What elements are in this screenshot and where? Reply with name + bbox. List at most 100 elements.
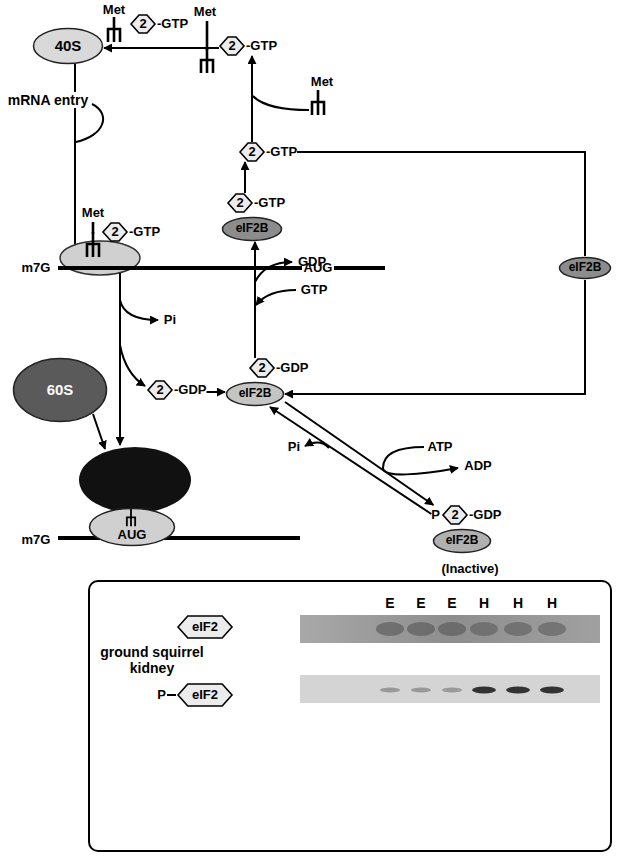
hexagon-label: 2 <box>451 508 458 523</box>
connector-arrow <box>244 162 246 193</box>
text-label: mRNA entry <box>6 92 90 108</box>
ribosome-60s: 60S <box>12 357 108 423</box>
text-label: ATP <box>427 440 452 455</box>
hexagon-shape <box>178 684 232 706</box>
lane-label: E <box>385 595 394 611</box>
eif2b-oval: eIF2B <box>221 216 283 242</box>
hexagon: 2 <box>227 193 253 213</box>
connector-arrow <box>254 242 256 358</box>
connector-arrow <box>104 47 219 49</box>
tissue-label: ground squirrel kidney <box>89 644 215 676</box>
hexagon: 2 <box>130 14 156 34</box>
ribosome-40s: 40S <box>32 27 104 65</box>
connector-arrow <box>285 402 433 505</box>
oval-shape <box>14 359 107 422</box>
blot-band <box>540 687 564 694</box>
oval-shape <box>34 29 103 64</box>
release-arrow <box>120 345 145 386</box>
blot-band <box>376 622 404 636</box>
eif2b-oval: eIF2B <box>558 256 612 280</box>
connector-arrow <box>270 407 431 514</box>
hexagon-complex: 2 -GTP <box>227 193 285 213</box>
connector-arrow <box>285 280 585 394</box>
hexagon: eIF2 <box>177 683 233 707</box>
lane-label: H <box>479 595 489 611</box>
oval-shape <box>90 509 175 546</box>
hexagon-label: 2 <box>236 196 243 211</box>
hexagon: 2 <box>249 358 275 378</box>
hexagon-shape <box>240 143 264 161</box>
node-label: eIF2B <box>569 261 602 275</box>
blot-band <box>438 622 466 636</box>
node-label: 60S <box>47 381 74 398</box>
exchange-arrow <box>256 290 296 305</box>
connector-arrow <box>251 56 253 142</box>
trna-symbol <box>201 48 213 73</box>
trna-symbol <box>312 90 324 115</box>
nucleotide-suffix: -GTP <box>246 39 277 54</box>
hexagon-shape <box>131 15 155 33</box>
oval-shape <box>560 258 611 279</box>
blot-band <box>504 622 532 636</box>
mrna-entry-line <box>76 104 103 142</box>
oval-shape <box>223 218 282 241</box>
nucleotide-suffix: -GTP <box>254 196 285 211</box>
pathway-arrow <box>119 273 121 445</box>
hexagon-shape <box>148 381 172 399</box>
hexagon-shape <box>220 37 244 55</box>
exchange-arrow <box>255 262 292 282</box>
text-label: Pi <box>288 440 300 455</box>
phospho-bond <box>167 694 176 696</box>
text-label: GTP <box>301 283 328 298</box>
small-subunit-80s: AUG <box>88 507 176 547</box>
text-label: m7G <box>22 533 51 548</box>
blot-band <box>411 688 431 693</box>
nucleotide-suffix: -GTP <box>266 145 297 160</box>
oval-shape <box>434 530 491 553</box>
trna-symbol <box>87 232 99 257</box>
blot-band <box>407 622 435 636</box>
text-label: Met <box>194 5 216 20</box>
hexagon-complex: 2-GTP <box>130 14 188 34</box>
hexagon-complex: 2 -GDP <box>249 358 309 378</box>
lane-label: H <box>547 595 557 611</box>
node-label: eIF2B <box>239 387 272 401</box>
hexagon-shape <box>178 616 232 638</box>
node-label: eIF2B <box>446 534 479 548</box>
blot-band <box>506 687 530 694</box>
blot-band <box>538 622 566 636</box>
hexagon-shape <box>228 194 252 212</box>
blot-band <box>442 688 462 693</box>
lane-label: H <box>513 595 523 611</box>
blot-panel: EEEHHHground squirrel kidneyeIF2PeIF2 <box>88 580 612 852</box>
node-label: 40S <box>55 37 82 54</box>
phospho-prefix: P <box>431 508 440 523</box>
mrna-strand <box>58 266 385 270</box>
connector-arrow <box>207 391 226 393</box>
node-label: AUG <box>118 528 147 543</box>
large-subunit <box>79 447 191 513</box>
hexagon-label: 2 <box>258 361 265 376</box>
joining-arrow <box>93 414 105 449</box>
blot-band <box>380 688 400 693</box>
hexagon-label: eIF2 <box>192 688 218 703</box>
hexagon-label: 2 <box>156 383 163 398</box>
connector-arrow <box>297 152 585 256</box>
hexagon-shape <box>103 223 127 241</box>
trna-symbol <box>127 509 135 526</box>
nucleotide-suffix: -GDP <box>276 361 309 376</box>
hexagon-complex: 2-GTP <box>102 222 160 242</box>
hexagon-shape <box>250 359 274 377</box>
blot-band <box>470 622 498 636</box>
oval-shape <box>227 383 284 406</box>
text-label: Met <box>103 3 125 18</box>
nucleotide-suffix: -GTP <box>157 17 188 32</box>
hexagon: 2 <box>147 380 173 400</box>
western-blot <box>300 675 600 703</box>
text-label: m7G <box>22 261 51 276</box>
text-label: GDP <box>298 255 326 270</box>
hexagon-complex: 2-GDP <box>147 380 207 400</box>
blot-band <box>472 687 496 694</box>
